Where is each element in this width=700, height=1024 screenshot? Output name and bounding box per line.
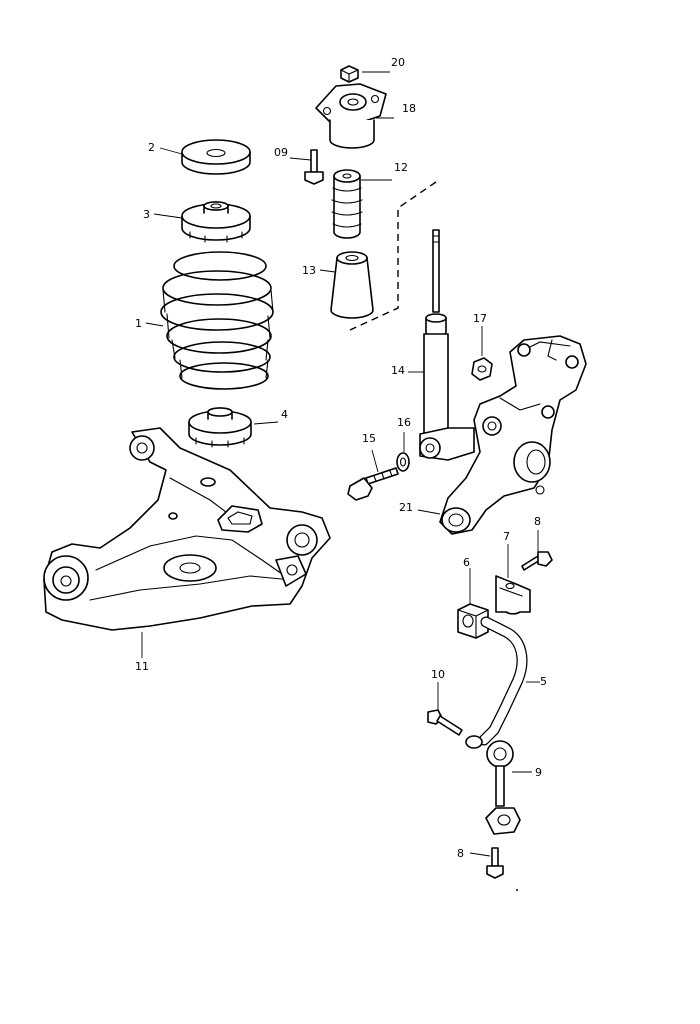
- part-12-bump-stop: [331, 169, 363, 239]
- part-9-stabilizer-link: [485, 740, 521, 835]
- label-part-7: 7: [503, 530, 510, 543]
- label-part-5: 5: [540, 675, 547, 688]
- part-16-washer: [396, 452, 410, 472]
- label-part-8-lower: 8: [457, 847, 464, 860]
- label-part-12: 12: [394, 161, 408, 174]
- part-5-stabilizer-bar: [465, 616, 528, 749]
- label-part-18: 18: [402, 102, 416, 115]
- stray-dot: [516, 889, 518, 891]
- part-7-stabilizer-clamp: [495, 575, 531, 615]
- part-20-top-nut: [340, 65, 359, 83]
- label-part-9: 9: [535, 766, 542, 779]
- label-part-13: 13: [302, 264, 316, 277]
- part-8-upper-bolt: [521, 551, 553, 571]
- part-2-washer: [181, 139, 251, 175]
- part-13-dust-boot: [330, 251, 374, 319]
- label-part-8-upper: 8: [534, 515, 541, 528]
- part-10-bar-bolt: [427, 709, 463, 736]
- label-part-20: 20: [391, 56, 405, 69]
- part-21-knuckle: [439, 335, 587, 535]
- assembly-guide-line: [349, 181, 437, 331]
- label-part-16: 16: [397, 416, 411, 429]
- label-part-15: 15: [362, 432, 376, 445]
- part-17-nut: [471, 357, 493, 381]
- label-part-14: 14: [391, 364, 405, 377]
- label-part-11: 11: [135, 660, 149, 673]
- part-11-lower-control-arm: [43, 427, 331, 631]
- leader-lines: [141, 71, 540, 857]
- label-part-09: 09: [274, 146, 288, 159]
- part-09-mount-bolt: [304, 149, 324, 185]
- part-1-coil-spring: [160, 251, 274, 390]
- label-part-4: 4: [281, 408, 288, 421]
- part-15-long-bolt: [347, 467, 399, 501]
- label-part-10: 10: [431, 668, 445, 681]
- label-part-2: 2: [148, 141, 155, 154]
- part-18-upper-mount: [315, 83, 387, 149]
- label-part-6: 6: [463, 556, 470, 569]
- label-part-21: 21: [399, 501, 413, 514]
- part-14-shock-absorber: [419, 229, 475, 461]
- part-8-lower-bolt: [486, 847, 504, 879]
- label-part-17: 17: [473, 312, 487, 325]
- part-4-lower-insulator: [188, 407, 252, 448]
- part-3-upper-insulator: [181, 201, 251, 243]
- label-part-3: 3: [143, 208, 150, 221]
- label-part-1: 1: [135, 317, 142, 330]
